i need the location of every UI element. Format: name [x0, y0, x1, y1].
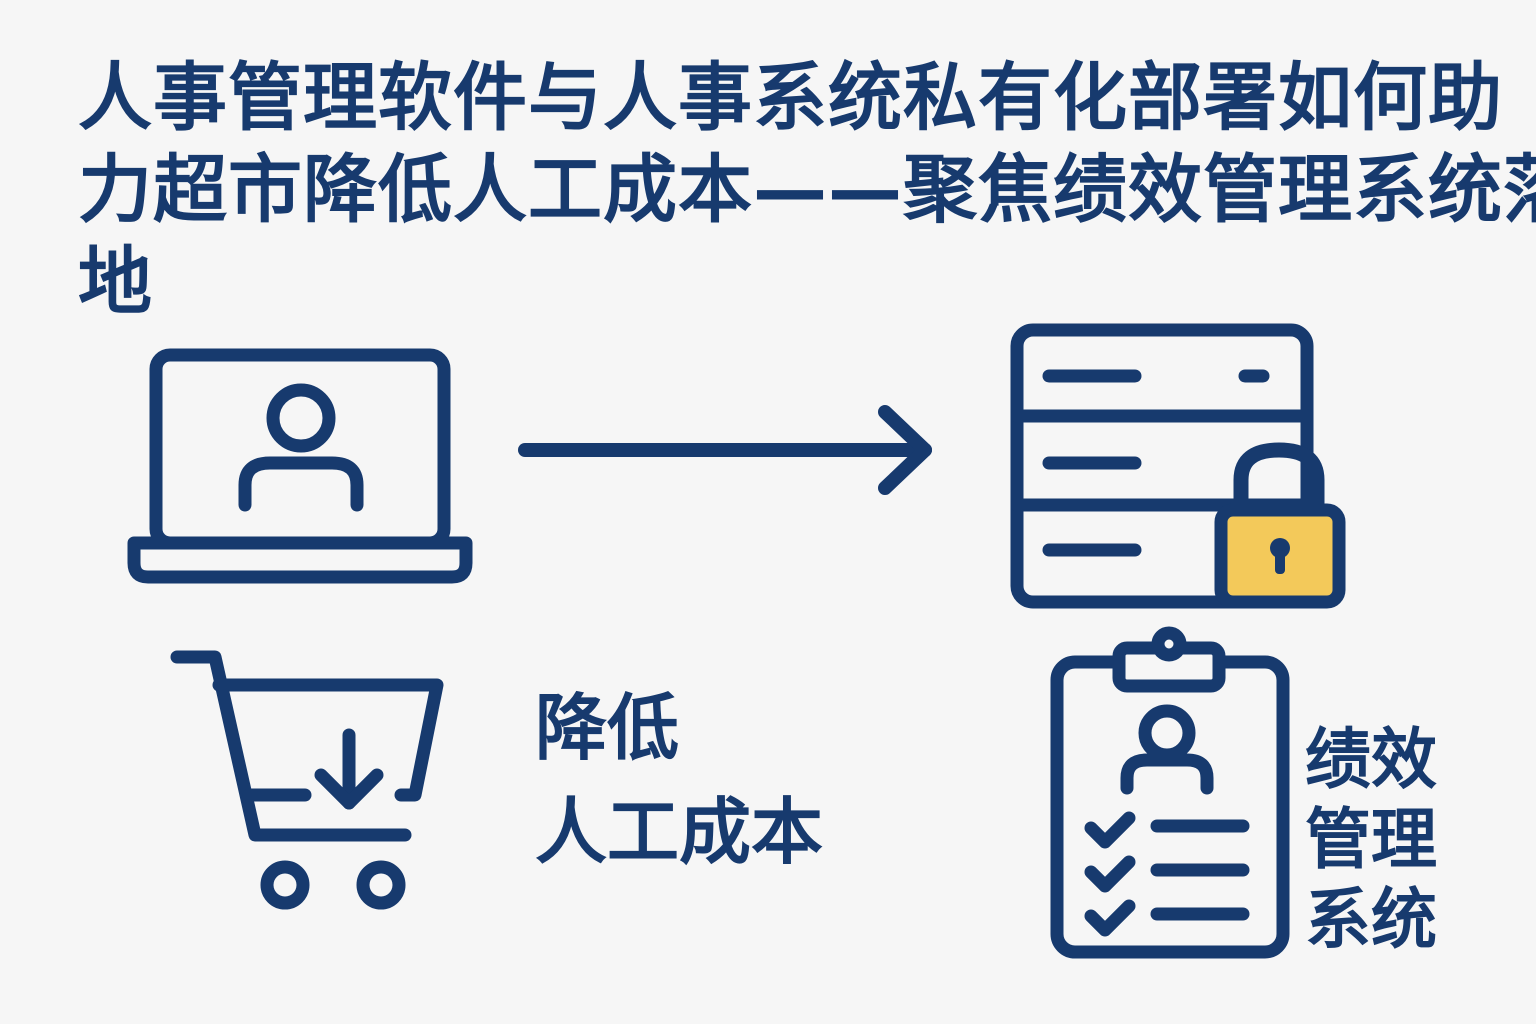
title-line-3: 地: [78, 239, 153, 325]
perf-label-line-2: 管理: [1305, 801, 1437, 878]
performance-system-label: 绩效 管理 系统: [1305, 720, 1437, 960]
page-title: 人事管理软件与人事系统私有化部署如何助 力超市降低人工成本——聚焦绩效管理系统落…: [78, 52, 1536, 328]
clipboard-checklist-icon: [1050, 626, 1290, 959]
shopping-cart-down-icon: [170, 650, 444, 910]
title-line-2: 力超市降低人工成本——聚焦绩效管理系统落: [78, 147, 1536, 233]
perf-label-line-3: 系统: [1305, 881, 1437, 958]
arrow-right-icon: [518, 405, 932, 495]
title-line-1: 人事管理软件与人事系统私有化部署如何助: [78, 55, 1503, 141]
perf-label-line-1: 绩效: [1305, 721, 1437, 798]
cost-reduction-label: 降低 人工成本: [535, 676, 823, 884]
cost-label-line-1: 降低: [535, 686, 680, 770]
cost-label-line-2: 人工成本: [535, 790, 824, 874]
server-lock-icon: [1010, 323, 1346, 609]
laptop-user-icon: [127, 348, 473, 584]
